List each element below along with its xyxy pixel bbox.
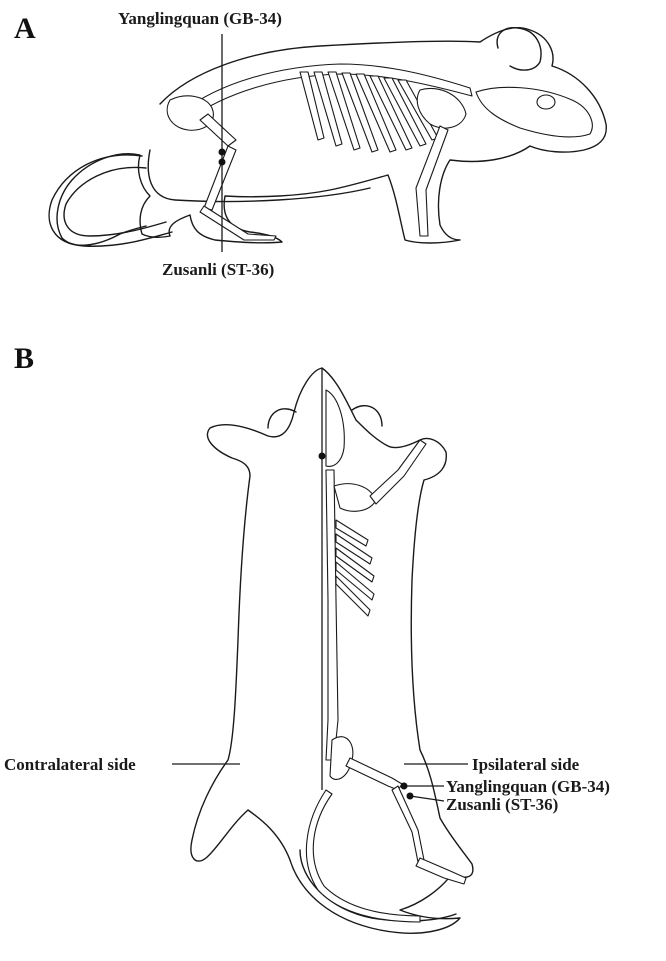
label-st36-b: Zusanli (ST-36) [446,795,558,814]
femur-dorsal [346,758,402,790]
ear-right-dorsal [352,406,382,426]
hind-paw-dorsal [416,858,466,884]
scapula-dorsal [334,484,376,512]
ribcage-dorsal [336,520,374,616]
forelimb-bones-dorsal [370,440,426,504]
acupoint-gb34-dot-b [401,783,408,790]
acupoint-st36-dot-a [219,159,226,166]
panel-b-letter: B [14,342,34,375]
hind-paw-lateral [200,206,276,240]
femur-lateral [200,114,236,146]
label-ipsilateral: Ipsilateral side [472,755,580,774]
label-st36-a: Zusanli (ST-36) [162,260,274,279]
skull-lateral [476,87,592,137]
spine-dorsal [326,470,338,760]
panel-a: A [14,9,606,279]
panel-a-letter: A [14,12,36,45]
label-gb34-a: Yanglingquan (GB-34) [118,9,282,28]
midline-dot-dorsal [319,453,326,460]
acupoint-st36-dot-b [407,793,414,800]
skull-dorsal [326,390,344,466]
label-contralateral: Contralateral side [4,755,136,774]
leader-st36-b [410,796,444,801]
ribcage-lateral [300,72,438,152]
acupoint-gb34-dot-a [219,149,226,156]
belly-line [148,150,370,202]
rat-ear-lateral [497,28,541,70]
label-gb34-b: Yanglingquan (GB-34) [446,777,610,796]
rat-body-outline-lateral [57,28,606,246]
panel-b: B [4,342,610,933]
eye-socket-lateral [537,95,555,109]
rat-tail-inner [64,167,166,236]
tibia-lateral [204,146,236,210]
